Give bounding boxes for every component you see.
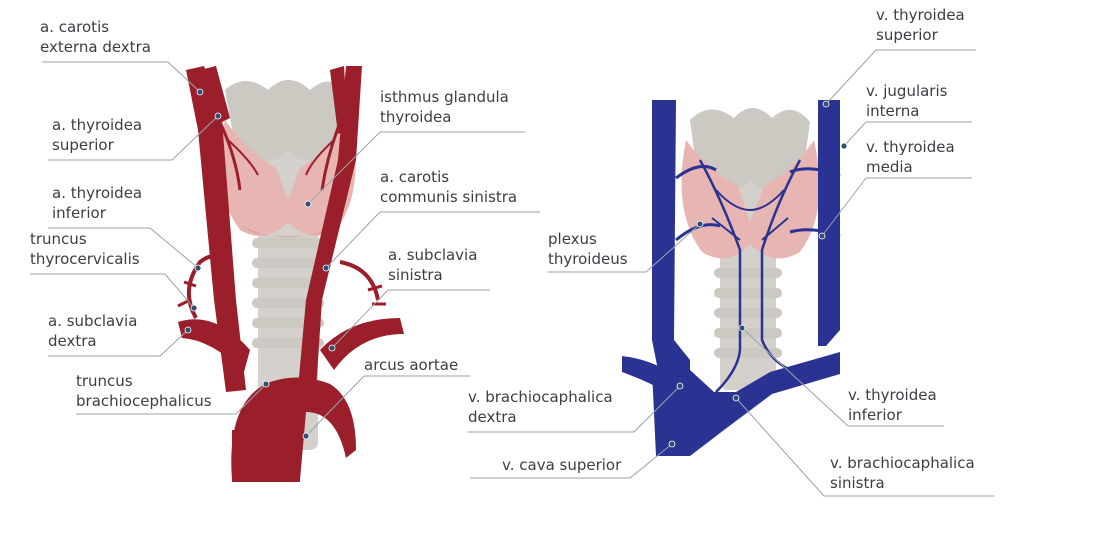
label-v-thyroidea-inferior: v. thyroidea inferior bbox=[848, 386, 941, 424]
label-subclavia-dextra: a. subclavia dextra bbox=[48, 312, 142, 350]
label-thyroidea-inferior: a. thyroidea inferior bbox=[52, 184, 147, 222]
label-arcus-aortae: arcus aortae bbox=[364, 356, 458, 374]
label-isthmus-glandula: isthmus glandula thyroidea bbox=[380, 88, 514, 126]
arterial-illustration bbox=[177, 66, 404, 482]
label-thyroidea-superior: a. thyroidea superior bbox=[52, 116, 147, 154]
label-carotis-externa-dextra: a. carotis externa dextra bbox=[40, 18, 151, 56]
larynx-right bbox=[690, 108, 810, 189]
label-v-cava-superior: v. cava superior bbox=[502, 456, 622, 474]
label-plexus-thyroideus: plexus thyroideus bbox=[548, 230, 628, 268]
vein-dots bbox=[668, 100, 848, 448]
artery-dots bbox=[184, 88, 336, 440]
label-v-brachiocaphalica-dextra: v. brachiocaphalica dextra bbox=[468, 388, 617, 426]
label-v-jugularis-interna: v. jugularis interna bbox=[866, 82, 952, 120]
label-truncus-brachiocephalicus: truncus brachiocephalicus bbox=[76, 372, 212, 410]
venous-illustration bbox=[622, 100, 841, 456]
artery-labels: a. carotis externa dextra a. thyroidea s… bbox=[30, 18, 517, 410]
vein-leaders bbox=[468, 49, 994, 497]
vein-labels: v. thyroidea superior v. jugularis inter… bbox=[468, 6, 979, 492]
label-v-thyroidea-superior: v. thyroidea superior bbox=[876, 6, 969, 44]
thyroid-gland-right bbox=[681, 140, 820, 259]
label-truncus-thyrocervicalis: truncus thyrocervicalis bbox=[30, 230, 140, 268]
artery-leaders bbox=[30, 61, 540, 437]
thyroid-gland bbox=[220, 120, 356, 236]
label-carotis-communis-sinistra: a. carotis communis sinistra bbox=[380, 168, 517, 206]
larynx bbox=[225, 80, 348, 160]
label-subclavia-sinistra: a. subclavia sinistra bbox=[388, 246, 482, 284]
label-v-brachiocaphalica-sinistra: v. brachiocaphalica sinistra bbox=[830, 454, 979, 492]
label-v-thyroidea-media: v. thyroidea media bbox=[866, 138, 959, 176]
